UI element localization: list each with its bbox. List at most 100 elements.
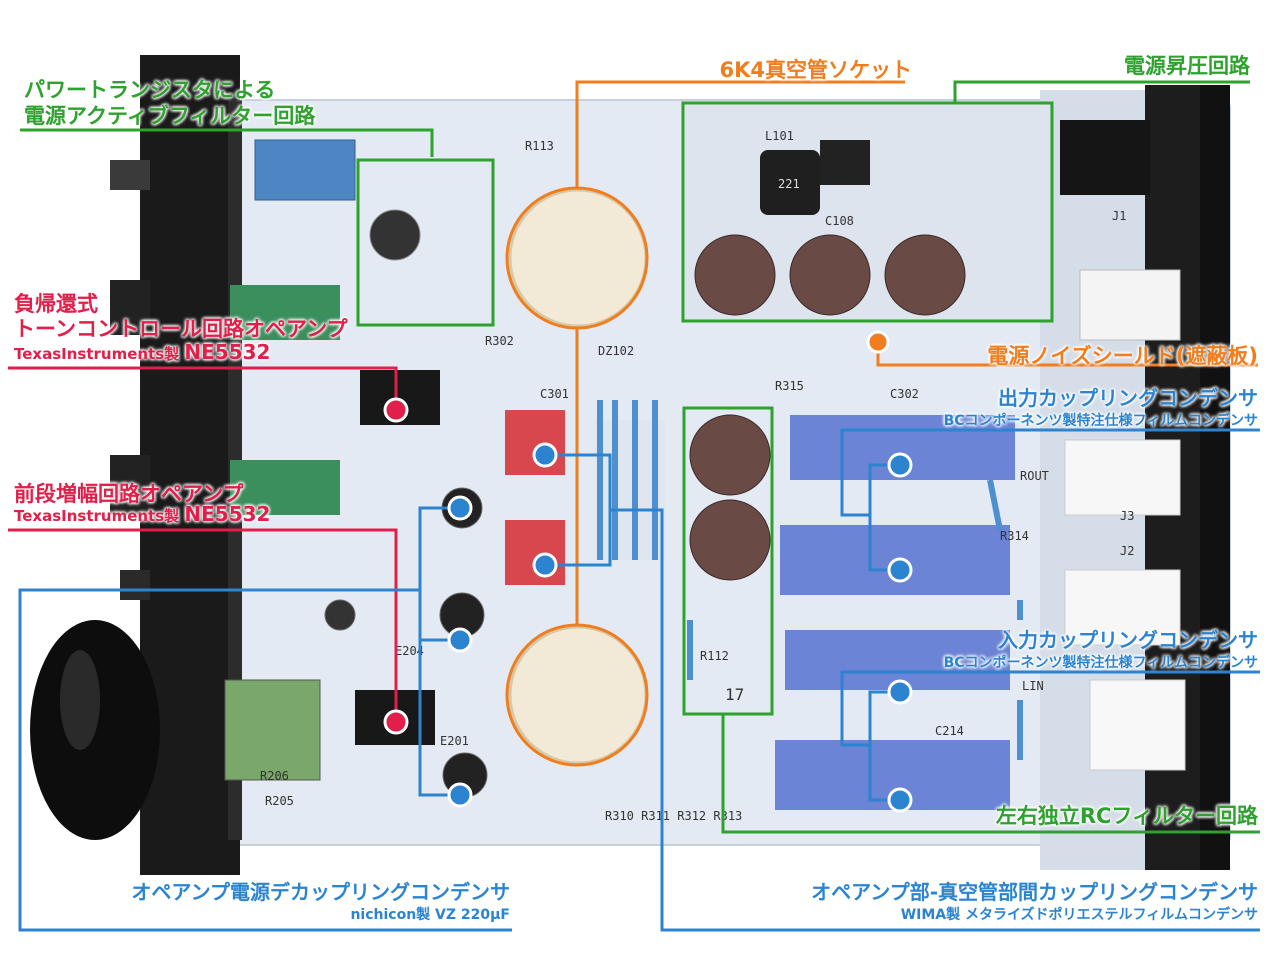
label-input-coupling: 入力カップリングコンデンサ xyxy=(998,628,1258,652)
blue-leader-decoupling xyxy=(18,506,512,932)
blue-leader-interstage xyxy=(545,453,1260,932)
tube-socket-2 xyxy=(508,625,648,765)
label-active-filter-2: 電源アクティブフィルター回路 xyxy=(24,104,316,128)
label-opamp-decoupling: オペアンプ電源デカップリングコンデンサ xyxy=(131,880,510,904)
blue-leader-input xyxy=(840,670,1260,747)
right-panel-edge xyxy=(1200,85,1230,870)
blue-leader-output xyxy=(840,428,1260,517)
label-nfb-1: 負帰還式 xyxy=(14,292,98,316)
wima-cap-1 xyxy=(505,410,565,475)
silk-c108: C108 xyxy=(825,214,854,228)
silk-e201: E201 xyxy=(440,734,469,748)
green-box-active-filter xyxy=(356,158,495,327)
silk-ind-value: 221 xyxy=(778,177,800,191)
connector-1 xyxy=(1079,269,1181,341)
label-output-coupling-sub: BCコンポーネンツ製特注仕様フィルムコンデンサ xyxy=(943,413,1258,429)
blue-switch xyxy=(254,139,356,201)
label-nfb-maker-line: TexasInstruments製 NE5532 xyxy=(14,340,270,364)
label-preamp-part: NE5532 xyxy=(184,502,271,526)
label-tube-socket: 6K4真空管ソケット xyxy=(719,58,913,82)
silk-c302: C302 xyxy=(890,387,919,401)
silk-r206: R206 xyxy=(260,769,289,783)
label-power-boost: 電源昇圧回路 xyxy=(1124,54,1250,78)
red-dot-preamp xyxy=(383,709,409,735)
silk-j2: J2 xyxy=(1120,544,1134,558)
red-leader-preamp xyxy=(8,528,398,722)
silk-r113: R113 xyxy=(525,139,554,153)
label-nfb-2: トーンコントロール回路オペアンプ xyxy=(14,317,348,341)
blue-dot-in-2 xyxy=(887,787,913,813)
label-input-coupling-sub: BCコンポーネンツ製特注仕様フィルムコンデンサ xyxy=(943,655,1258,671)
pot-2 xyxy=(230,460,340,515)
silk-dz102: DZ102 xyxy=(598,344,634,358)
pot-3 xyxy=(224,679,321,781)
silk-lin: LIN xyxy=(1022,679,1044,693)
left-jack-mid2 xyxy=(110,455,150,515)
green-box-rc-filter xyxy=(682,406,774,716)
blue-dot-out-2 xyxy=(887,557,913,583)
blue-leader-decoupling-3 xyxy=(418,640,460,797)
silk-rout: ROUT xyxy=(1020,469,1049,483)
silk-r315: R315 xyxy=(775,379,804,393)
silk-r112: R112 xyxy=(700,649,729,663)
green-leader-active-filter xyxy=(20,128,434,157)
label-preamp-maker-line: TexasInstruments製 NE5532 xyxy=(14,502,270,526)
label-noise-shield: 電源ノイズシールド(遮蔽板) xyxy=(987,344,1258,368)
silk-j3: J3 xyxy=(1120,509,1134,523)
power-cap-2 xyxy=(789,234,871,316)
silk-r310-group: R310 R311 R312 R313 xyxy=(605,809,742,823)
silk-e204: E204 xyxy=(395,644,424,658)
filter-cap xyxy=(369,209,421,261)
silk-c301: C301 xyxy=(540,387,569,401)
tube-socket-1 xyxy=(508,188,648,328)
regulator xyxy=(820,140,870,185)
blue-dot-dec-2 xyxy=(447,627,473,653)
left-jack-mid3 xyxy=(120,570,150,600)
blue-dot-out-1 xyxy=(887,452,913,478)
small-cap xyxy=(324,599,356,631)
blue-dot-in-1 xyxy=(887,679,913,705)
label-opamp-decoupling-sub: nichicon製 VZ 220μF xyxy=(350,907,510,923)
connector-2 xyxy=(1064,439,1181,516)
green-box-power-boost xyxy=(681,101,1054,323)
green-leader-power-boost xyxy=(953,80,1250,102)
dc-jack xyxy=(1060,120,1150,195)
label-preamp: 前段増幅回路オペアンプ xyxy=(14,482,244,506)
blue-leader-interstage-2 xyxy=(545,510,612,567)
mid-cap-2 xyxy=(689,499,771,581)
silk-j1: J1 xyxy=(1112,209,1126,223)
wima-cap-2 xyxy=(505,520,565,585)
label-rc-filter: 左右独立RCフィルター回路 xyxy=(995,804,1258,828)
red-leader-nfb xyxy=(8,366,398,410)
label-nfb-part: NE5532 xyxy=(184,340,271,364)
label-active-filter-1: パワートランジスタによる xyxy=(24,78,276,102)
label-interstage-sub: WIMA製 メタライズドポリエステルフィルムコンデンサ xyxy=(900,907,1258,923)
silk-r314: R314 xyxy=(1000,529,1029,543)
blue-dot-dec-3 xyxy=(447,782,473,808)
power-cap-1 xyxy=(694,234,776,316)
blue-dot-inter-1 xyxy=(532,442,558,468)
pot-1 xyxy=(230,285,340,340)
connector-3 xyxy=(1064,569,1181,646)
label-interstage: オペアンプ部-真空管部間カップリングコンデンサ xyxy=(811,880,1258,904)
label-preamp-maker: TexasInstruments製 xyxy=(14,507,180,525)
silk-c214: C214 xyxy=(935,724,964,738)
blue-dot-dec-1 xyxy=(447,495,473,521)
orange-dot-shield xyxy=(866,330,890,354)
silk-r302: R302 xyxy=(485,334,514,348)
left-jack-mid1 xyxy=(110,280,150,335)
left-jack-top xyxy=(110,160,150,190)
red-dot-nfb xyxy=(383,397,409,423)
label-nfb-maker: TexasInstruments製 xyxy=(14,345,180,363)
inductor xyxy=(760,150,820,215)
mid-cap-1 xyxy=(689,414,771,496)
power-cap-3 xyxy=(884,234,966,316)
silk-r205: R205 xyxy=(265,794,294,808)
label-output-coupling: 出力カップリングコンデンサ xyxy=(998,386,1258,410)
orange-ring-socket-2 xyxy=(505,623,649,767)
silk-l101: L101 xyxy=(765,129,794,143)
orange-leader-socket xyxy=(575,80,905,188)
green-leader-rc-filter xyxy=(721,715,1260,834)
